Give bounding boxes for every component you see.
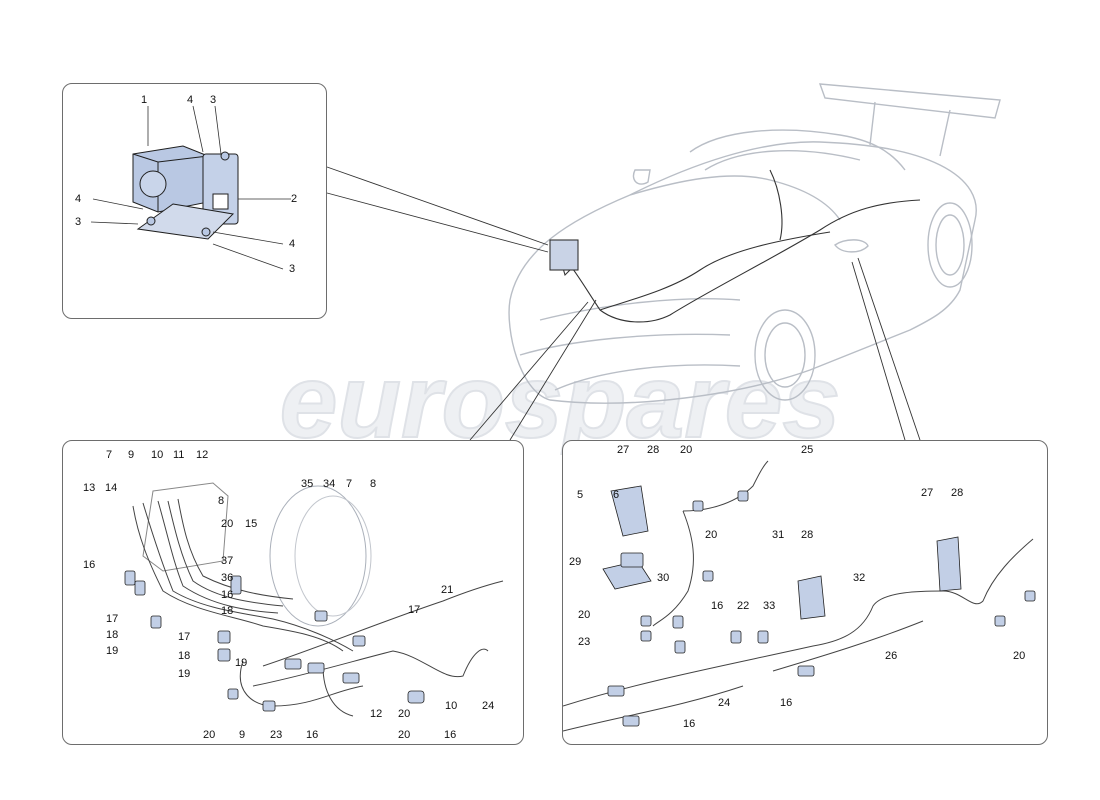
callout: 27: [921, 487, 933, 499]
callout: 27: [617, 444, 629, 456]
callout: 7: [346, 478, 352, 490]
callouts-abs: 1 4 3 2 4 3 4 3: [75, 94, 297, 275]
callout: 12: [196, 449, 208, 461]
callout: 34: [323, 478, 335, 490]
callout: 14: [105, 482, 117, 494]
callout: 17: [178, 631, 190, 643]
callout: 11: [173, 449, 184, 461]
callout: 30: [657, 572, 669, 584]
callout: 19: [106, 645, 118, 657]
callout: 24: [718, 697, 730, 709]
callout: 18: [106, 629, 118, 641]
callout: 7: [106, 449, 112, 461]
callout: 2: [291, 193, 297, 205]
callout: 3: [210, 94, 216, 106]
callout: 23: [578, 636, 590, 648]
callout: 20: [398, 729, 410, 741]
callout: 16: [83, 559, 95, 571]
callout: 6: [613, 489, 619, 501]
callout: 8: [370, 478, 376, 490]
callout: 16: [780, 697, 792, 709]
callout: 20: [1013, 650, 1025, 662]
callout: 20: [203, 729, 215, 741]
callout: 20: [680, 444, 692, 456]
callout: 18: [178, 650, 190, 662]
callout: 22: [737, 600, 749, 612]
callouts-front: 7 9 10 11 12 13 14 8 20 15 35 34 7 8 16 …: [83, 449, 494, 741]
front-brake-lines-drawing: 7 9 10 11 12 13 14 8 20 15 35 34 7 8 16 …: [83, 449, 504, 741]
rear-brake-lines-panel: 27 28 20 25 5 6 29 30 20 31 28 32 27 28 …: [562, 440, 1048, 745]
abs-unit-panel: 1 4 3 2 4 3 4 3: [62, 83, 327, 319]
callout: 20: [221, 518, 233, 530]
callout: 26: [885, 650, 897, 662]
callout: 33: [763, 600, 775, 612]
callout: 16: [306, 729, 318, 741]
car-outline: [508, 83, 1001, 404]
callout: 23: [270, 729, 282, 741]
callout: 36: [221, 572, 233, 584]
callout: 28: [647, 444, 659, 456]
callout: 16: [711, 600, 723, 612]
callout: 18: [221, 605, 233, 617]
callout: 3: [75, 216, 81, 228]
callout: 15: [245, 518, 257, 530]
callout: 8: [218, 495, 224, 507]
callout: 19: [235, 657, 247, 669]
callout: 9: [239, 729, 245, 741]
callout: 28: [801, 529, 813, 541]
callouts-rear: 27 28 20 25 5 6 29 30 20 31 28 32 27 28 …: [569, 444, 1025, 730]
callout: 16: [444, 729, 456, 741]
callout: 20: [398, 708, 410, 720]
abs-unit-drawing: 1 4 3 2 4 3 4 3: [75, 94, 297, 275]
callout: 4: [187, 94, 193, 106]
callout: 19: [178, 668, 190, 680]
callout: 25: [801, 444, 813, 456]
callout: 3: [289, 263, 295, 275]
callout: 4: [289, 238, 295, 250]
callout: 17: [106, 613, 118, 625]
callout: 24: [482, 700, 494, 712]
callout: 29: [569, 556, 581, 568]
callout: 20: [578, 609, 590, 621]
callout: 35: [301, 478, 313, 490]
callout: 21: [441, 584, 453, 596]
callout: 12: [370, 708, 382, 720]
callout: 37: [221, 555, 233, 567]
callout: 4: [75, 193, 81, 205]
callout: 1: [141, 94, 147, 106]
callout: 32: [853, 572, 865, 584]
callout: 5: [577, 489, 583, 501]
callout: 28: [951, 487, 963, 499]
callout: 17: [408, 604, 420, 616]
front-brake-lines-panel: 7 9 10 11 12 13 14 8 20 15 35 34 7 8 16 …: [62, 440, 524, 745]
callout: 9: [128, 449, 134, 461]
callout: 10: [151, 449, 163, 461]
callout: 13: [83, 482, 95, 494]
callout: 16: [683, 718, 695, 730]
callout: 10: [445, 700, 457, 712]
rear-brake-lines-drawing: 27 28 20 25 5 6 29 30 20 31 28 32 27 28 …: [562, 444, 1036, 732]
callout: 16: [221, 589, 233, 601]
watermark-text: eurospares: [280, 355, 841, 455]
callout: 20: [705, 529, 717, 541]
watermark: eurospares: [279, 355, 842, 455]
callout: 31: [772, 529, 784, 541]
